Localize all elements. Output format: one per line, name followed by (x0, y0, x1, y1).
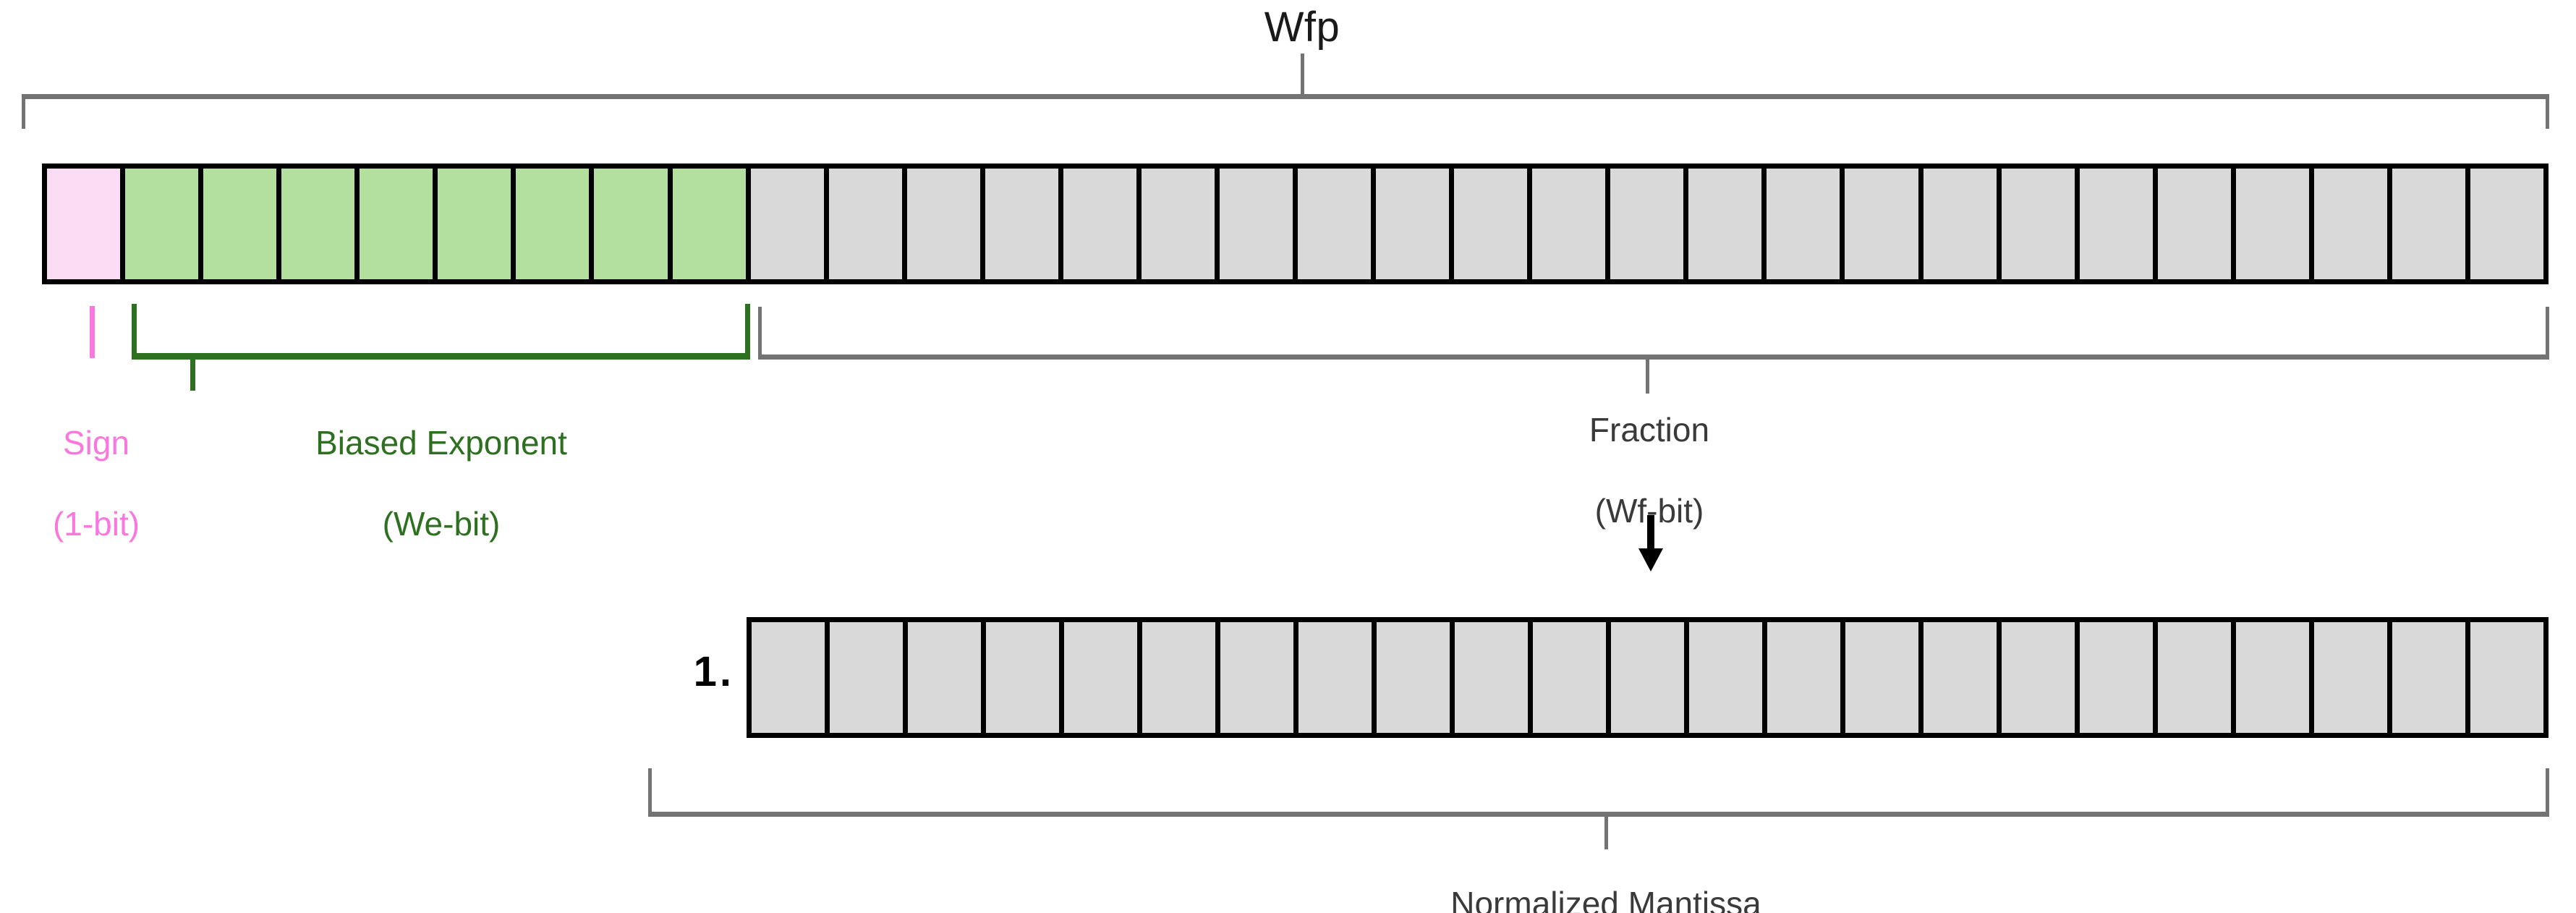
implicit-leading-one: 1. (693, 648, 734, 695)
fraction-field-label-line1: Fraction (1589, 411, 1710, 449)
mantissa-bracket-left-cap (648, 768, 652, 816)
mantissa-bit-cell (1845, 622, 1924, 733)
fraction-bit-cell (828, 169, 907, 279)
fraction-bit-cell (2079, 169, 2158, 279)
mantissa-bit-cell (1767, 622, 1845, 733)
fraction-bracket-left-cap (758, 307, 762, 359)
expand-arrow-icon (1638, 515, 1663, 572)
exponent-field-label: Biased Exponent (We-bit) (253, 382, 629, 585)
exponent-bracket-spine-right (327, 353, 750, 360)
mantissa-bit-cell (1689, 622, 1767, 733)
fraction-bit-cell (1610, 169, 1689, 279)
fraction-bit-cell (1767, 169, 1845, 279)
exponent-bracket-spine-left (132, 353, 327, 360)
total-width-title: Wfp (1264, 4, 1340, 51)
exponent-bit-cell (125, 169, 204, 279)
total-width-bracket-left-cap (22, 94, 25, 129)
mantissa-bit-cell (2392, 622, 2470, 733)
fraction-bit-cell (985, 169, 1063, 279)
sign-field-label-line1: Sign (62, 424, 130, 462)
mantissa-bit-cell (908, 622, 986, 733)
fraction-bit-cell (1532, 169, 1611, 279)
mantissa-bit-cell (1064, 622, 1142, 733)
mantissa-bit-cell (1377, 622, 1455, 733)
exponent-bit-cell (594, 169, 673, 279)
mantissa-bit-cell (2002, 622, 2080, 733)
normalized-mantissa-label-text: Normalized Mantissa (1450, 885, 1761, 913)
fraction-bit-cell (1141, 169, 1220, 279)
expand-arrow-shaft (1647, 515, 1654, 551)
fraction-field-label: Fraction (Wf-bit) (1476, 369, 1823, 572)
mantissa-bit-cell (1533, 622, 1611, 733)
mantissa-bit-cell (1611, 622, 1689, 733)
mantissa-bit-cell (830, 622, 908, 733)
fraction-bit-cell (1454, 169, 1533, 279)
sign-field-tick (90, 306, 95, 358)
mantissa-bit-cell (1455, 622, 1533, 733)
exponent-bracket-left-cap (132, 304, 137, 359)
mantissa-bit-cell (752, 622, 830, 733)
exponent-bit-cell (516, 169, 595, 279)
normalized-mantissa-bitfield (747, 617, 2549, 738)
mantissa-bit-cell (1298, 622, 1377, 733)
mantissa-bit-cell (2080, 622, 2158, 733)
fraction-bracket-tick (1646, 359, 1649, 394)
exponent-bit-cell (360, 169, 438, 279)
fraction-bit-cell (1063, 169, 1142, 279)
mantissa-bit-cell (1142, 622, 1220, 733)
exponent-field-label-line1: Biased Exponent (315, 424, 567, 462)
fraction-bit-cell (2157, 169, 2236, 279)
fraction-bit-cell (1219, 169, 1298, 279)
exponent-bit-cell (438, 169, 517, 279)
mantissa-bit-cell (986, 622, 1064, 733)
floating-point-bitfield (42, 164, 2549, 284)
fraction-bit-cell (2470, 169, 2543, 279)
fraction-bracket-spine (758, 354, 2549, 360)
fraction-bracket-right-cap (2546, 307, 2549, 359)
mantissa-bracket-tick (1604, 816, 1608, 849)
mantissa-bracket-right-cap (2546, 768, 2549, 816)
exponent-bit-cell (203, 169, 282, 279)
sign-bit-cell (47, 169, 126, 279)
fraction-bit-cell (2392, 169, 2470, 279)
fraction-bit-cell (1923, 169, 2002, 279)
exponent-bit-cell (281, 169, 360, 279)
fraction-bit-cell (2235, 169, 2314, 279)
fraction-bit-cell (906, 169, 985, 279)
fraction-bit-cell (1298, 169, 1377, 279)
fraction-bit-cell (2313, 169, 2392, 279)
mantissa-bit-cell (2314, 622, 2392, 733)
mantissa-bit-cell (2236, 622, 2314, 733)
exponent-bracket-right-cap (745, 304, 750, 359)
total-width-bracket-spine (22, 94, 2549, 99)
exponent-field-label-line2: (We-bit) (382, 505, 501, 543)
fraction-bit-cell (2001, 169, 2080, 279)
mantissa-bit-cell (1924, 622, 2002, 733)
fraction-bit-cell (1845, 169, 1924, 279)
sign-field-label: Sign (1-bit) (0, 382, 237, 585)
mantissa-bit-cell (2158, 622, 2236, 733)
exponent-bracket-tick (190, 357, 195, 391)
total-width-bracket-right-cap (2546, 94, 2549, 129)
fraction-bit-cell (1688, 169, 1767, 279)
total-width-bracket-tick (1301, 54, 1304, 95)
normalized-mantissa-label: Normalized Mantissa (1389, 843, 1823, 913)
mantissa-bracket-spine (648, 812, 2549, 817)
exponent-bit-cell (672, 169, 751, 279)
mantissa-bit-cell (1220, 622, 1298, 733)
fraction-bit-cell (750, 169, 829, 279)
sign-field-label-line2: (1-bit) (52, 505, 140, 543)
fraction-bit-cell (1376, 169, 1455, 279)
expand-arrow-head (1638, 548, 1663, 572)
mantissa-bit-cell (2470, 622, 2543, 733)
